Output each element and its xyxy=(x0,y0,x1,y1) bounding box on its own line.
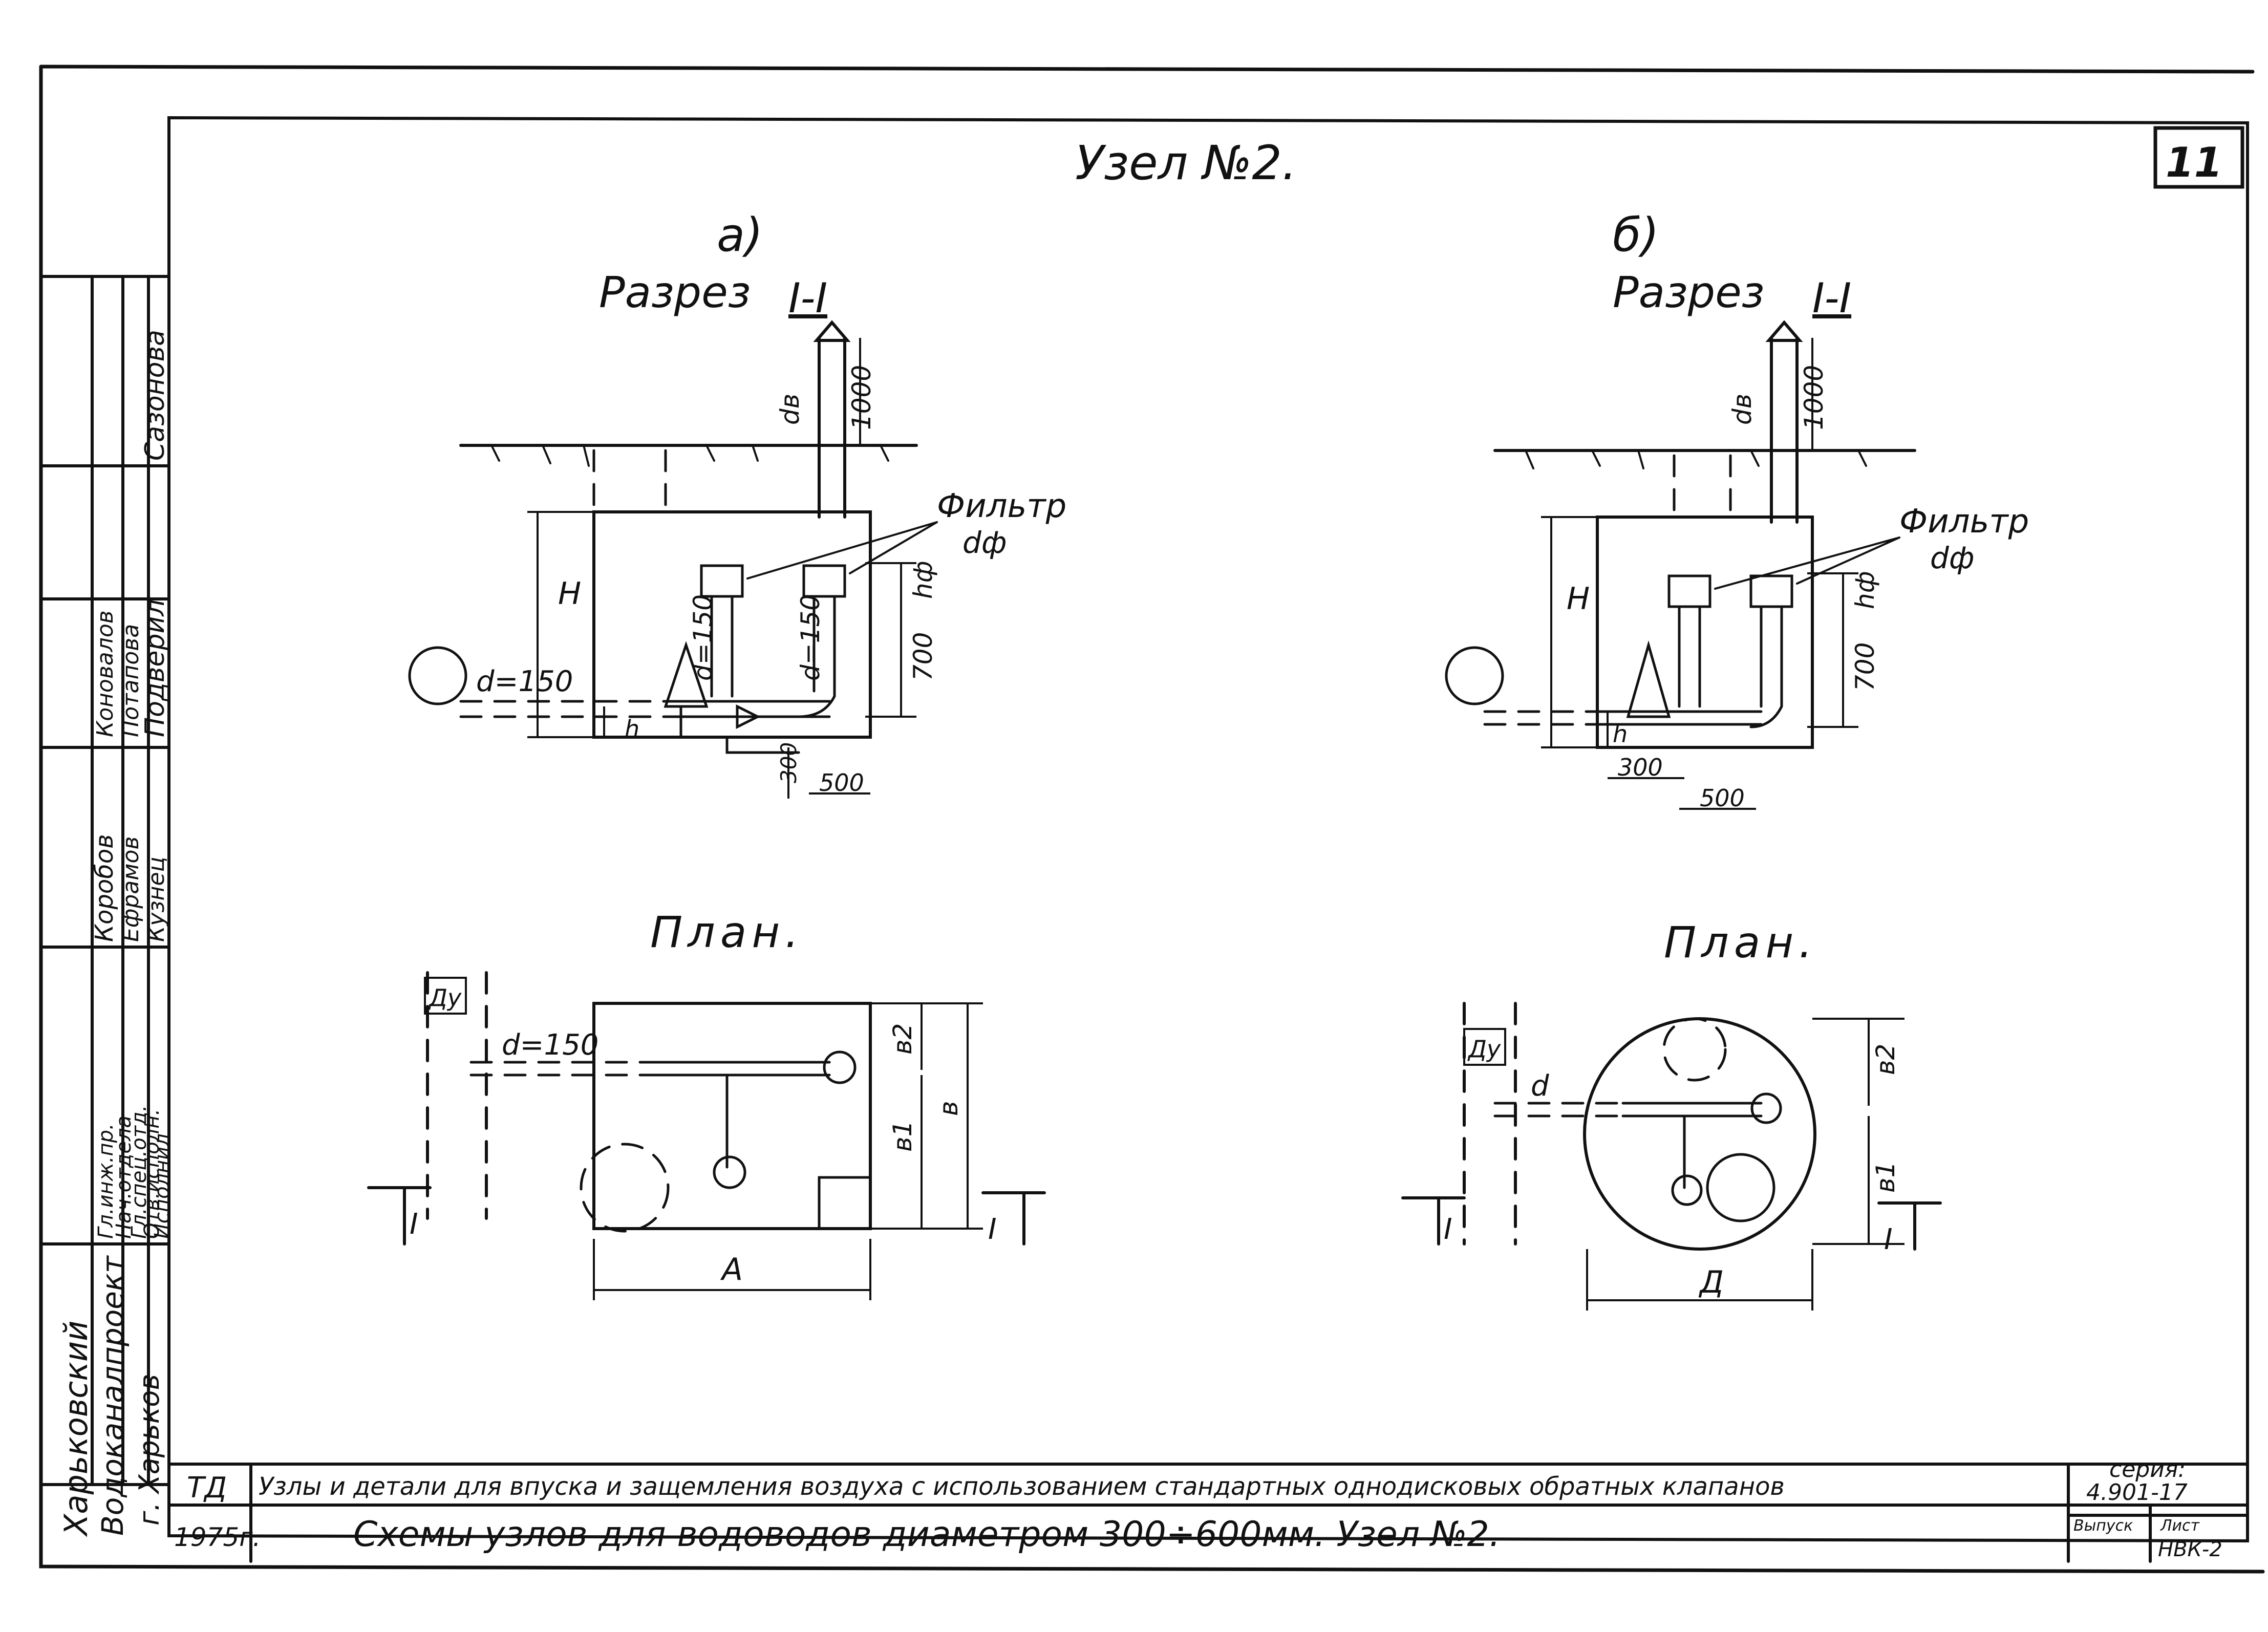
stamp-pos-0: Гл.инж.пр. xyxy=(94,1123,118,1239)
variant-b-plan: План. Ду d в2 в1 Д I I xyxy=(1401,917,1942,1311)
a-plan-pipe-dia: d=150 xyxy=(502,1028,598,1062)
b-b2: в2 xyxy=(1871,1044,1900,1075)
stamp-name-5: Коновалов xyxy=(92,610,118,737)
b-riser-height: 1000 xyxy=(1799,365,1829,430)
a-dim-A: А xyxy=(720,1252,743,1287)
a-h: h xyxy=(625,715,639,743)
variant-a-label: а) xyxy=(717,208,763,262)
b-plan-pipe-dia: d xyxy=(1531,1069,1549,1103)
tb-sheet-label: Лист xyxy=(2160,1517,2200,1535)
a-cut-left: I xyxy=(410,1208,418,1241)
side-stamp: Сазонова Подверил Коробов Ефрамов Кузнец… xyxy=(39,275,174,1537)
variant-a-section-mark: I-I xyxy=(788,274,827,322)
a-b2: в2 xyxy=(888,1023,917,1055)
a-main-pipe-section xyxy=(408,646,467,705)
variant-b-section: б) Разрез I-I dв 1000 Фильтр dф H hф 700… xyxy=(1445,208,2029,812)
a-height-H: H xyxy=(558,576,581,612)
stamp-pos-3: Отв.исполн. xyxy=(140,1109,164,1239)
b-dim-D: Д xyxy=(1698,1264,1724,1300)
variant-b-section-title: Разрез xyxy=(1613,267,1764,317)
variant-a-section: а) Разрез I-I dв 1000 Фильтр dф d=150 d=… xyxy=(408,208,1066,799)
stamp-org-2: г. Харьков xyxy=(133,1374,165,1526)
stamp-org-0: Харьковский xyxy=(57,1321,95,1537)
b-filter-1 xyxy=(1667,574,1711,608)
b-filter-label: Фильтр xyxy=(1899,503,2029,541)
stamp-pos-4: Исполнил xyxy=(151,1133,174,1239)
tb-line1: Узлы и детали для впуска и защемления во… xyxy=(259,1472,1785,1501)
tb-td: ТД xyxy=(187,1471,227,1505)
sheet-border: 11 xyxy=(39,65,2265,1574)
drawing-title: Узел №2. xyxy=(1075,136,1297,190)
stamp-name-1: Подверил xyxy=(140,599,170,737)
stamp-name-0: Сазонова xyxy=(140,330,170,461)
tb-sheet-code: НВК-2 xyxy=(2158,1538,2222,1561)
variant-a-section-title: Разрез xyxy=(599,267,751,317)
b-dim-500: 500 xyxy=(1700,784,1745,812)
a-filter-dia: dф xyxy=(962,525,1007,560)
b-b1: в1 xyxy=(1871,1162,1900,1193)
a-filter-label: Фильтр xyxy=(937,487,1066,525)
tb-issue-label: Выпуск xyxy=(2073,1517,2133,1535)
a-main-du: Ду xyxy=(428,984,462,1012)
a-manhole xyxy=(580,1143,670,1233)
stamp-org-1: Водоканалпроект xyxy=(95,1255,130,1536)
variant-b-section-mark: I-I xyxy=(1812,274,1851,322)
tb-series-label: серия: xyxy=(2109,1456,2186,1483)
variant-b-label: б) xyxy=(1613,208,1659,262)
stamp-name-3: Ефрамов xyxy=(118,836,144,942)
a-cut-right: I xyxy=(988,1213,997,1246)
a-b1: в1 xyxy=(888,1121,917,1152)
stamp-name-4: Кузнец xyxy=(143,857,169,942)
a-riser-2-dia: d=150 xyxy=(796,594,825,681)
tb-series: 4.901-17 xyxy=(2086,1479,2188,1506)
sheet-number: 11 xyxy=(2166,139,2222,186)
b-cut-left: I xyxy=(1444,1213,1452,1246)
b-h700: 700 xyxy=(1850,642,1880,691)
a-dim-300: 300 xyxy=(776,742,801,783)
tb-year: 1975г. xyxy=(174,1522,261,1552)
b-dim-300: 300 xyxy=(1618,754,1663,781)
a-b: в xyxy=(934,1101,964,1116)
variant-b-plan-title: План. xyxy=(1664,917,1817,968)
b-h: h xyxy=(1613,720,1628,748)
stamp-pos-1: Нач.отдела xyxy=(112,1115,136,1239)
b-cut-right: I xyxy=(1884,1223,1893,1256)
a-riser-height: 1000 xyxy=(847,365,876,430)
variant-a-plan-title: План. xyxy=(650,907,804,957)
a-dim-500: 500 xyxy=(819,769,864,797)
a-filter-2 xyxy=(802,564,846,598)
b-filter-dia: dф xyxy=(1930,541,1974,575)
b-filter-2 xyxy=(1749,574,1793,608)
b-riser-dia: dв xyxy=(1727,394,1757,425)
tb-line2: Схемы узлов для водоводов диаметром 300÷… xyxy=(353,1514,1500,1555)
stamp-name-6: Потапова xyxy=(118,624,144,737)
stamp-name-2: Коробов xyxy=(90,834,119,942)
b-round-chamber xyxy=(1583,1017,1816,1251)
a-riser-dia: dв xyxy=(775,394,805,425)
a-hf: hф xyxy=(908,561,938,599)
b-main-pipe-section xyxy=(1445,646,1504,705)
a-filter-1 xyxy=(700,564,744,598)
b-height-H: H xyxy=(1567,581,1590,617)
variant-a-plan: План. Ду d=150 в2 в1 в А I I xyxy=(367,907,1046,1300)
a-inlet-pipe-dia: d=150 xyxy=(476,665,573,698)
b-hf: hф xyxy=(1850,571,1880,609)
stamp-pos-2: Гл.спец.отд. xyxy=(127,1105,151,1239)
b-main-du: Ду xyxy=(1467,1035,1501,1063)
a-h700: 700 xyxy=(908,632,938,681)
title-block: ТД 1975г. Узлы и детали для впуска и защ… xyxy=(167,1456,2249,1563)
